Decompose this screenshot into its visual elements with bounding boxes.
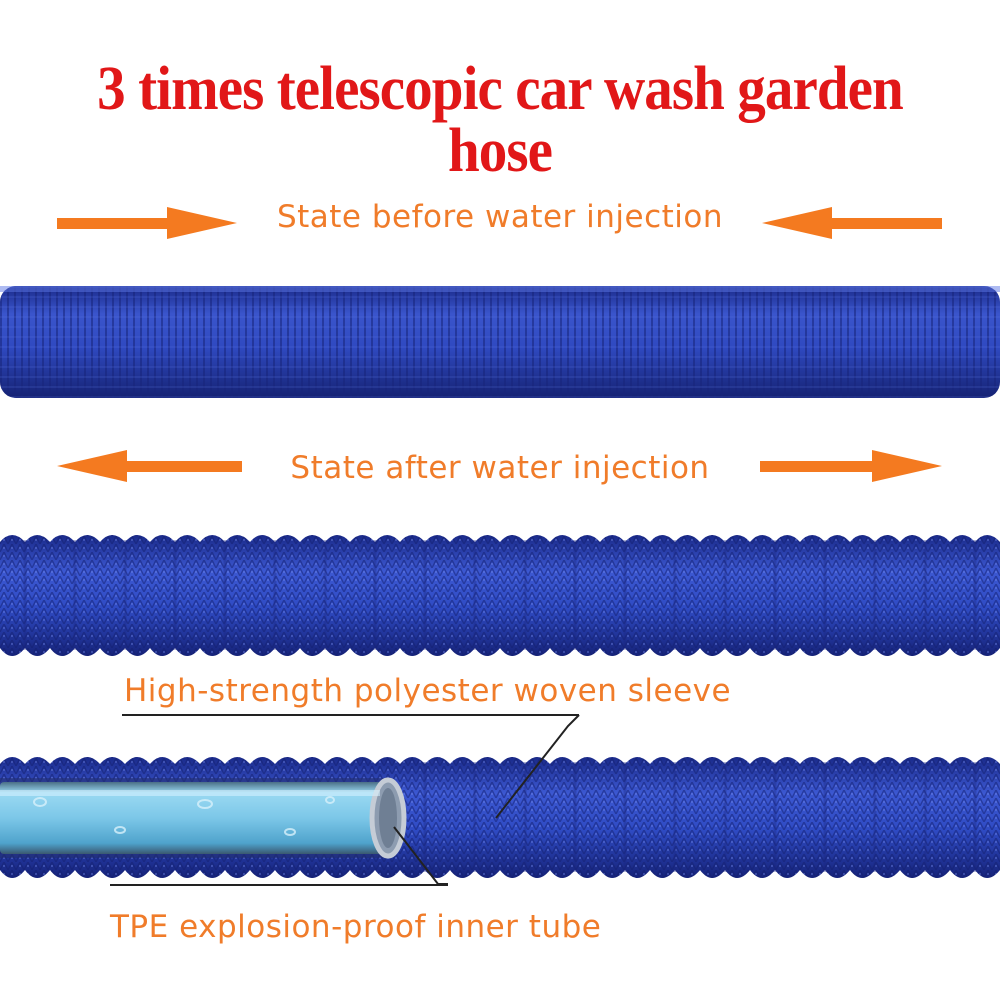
arrow-right-icon xyxy=(760,450,942,482)
sleeve-label-underline xyxy=(122,714,579,716)
after-water-label: State after water injection xyxy=(290,450,710,486)
arrow-left-icon xyxy=(57,450,242,482)
arrow-left-icon xyxy=(762,207,942,239)
hose-expanded-image xyxy=(0,535,1000,656)
hose-cutaway-image xyxy=(0,757,1000,878)
sleeve-label: High-strength polyester woven sleeve xyxy=(124,673,732,709)
arrow-right-icon xyxy=(57,207,237,239)
before-water-label: State before water injection xyxy=(276,199,724,235)
headline-title: 3 times telescopic car wash garden hose xyxy=(97,55,904,185)
hose-compressed-image xyxy=(0,286,1000,398)
inner-tube-label: TPE explosion-proof inner tube xyxy=(110,909,602,945)
